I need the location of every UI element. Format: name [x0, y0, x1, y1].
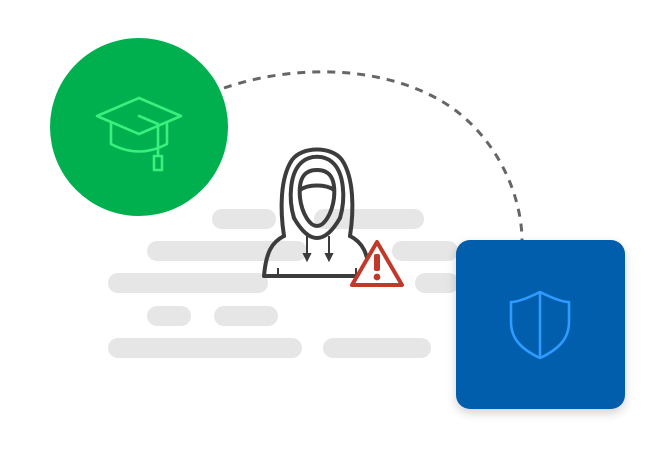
text-placeholder-bar [323, 338, 431, 358]
text-placeholder-bar [392, 241, 458, 261]
warning-triangle-icon [350, 240, 404, 287]
text-placeholder-bar [415, 273, 459, 293]
hooded-hacker-icon [262, 147, 372, 278]
education-badge [50, 38, 228, 216]
text-placeholder-bar [212, 209, 276, 229]
text-placeholder-bar [108, 273, 268, 293]
graduation-cap-icon [95, 96, 183, 172]
security-badge [456, 240, 625, 409]
text-placeholder-bar [108, 338, 302, 358]
text-placeholder-bar [214, 306, 278, 326]
text-placeholder-bar [147, 306, 191, 326]
shield-icon [509, 290, 571, 360]
